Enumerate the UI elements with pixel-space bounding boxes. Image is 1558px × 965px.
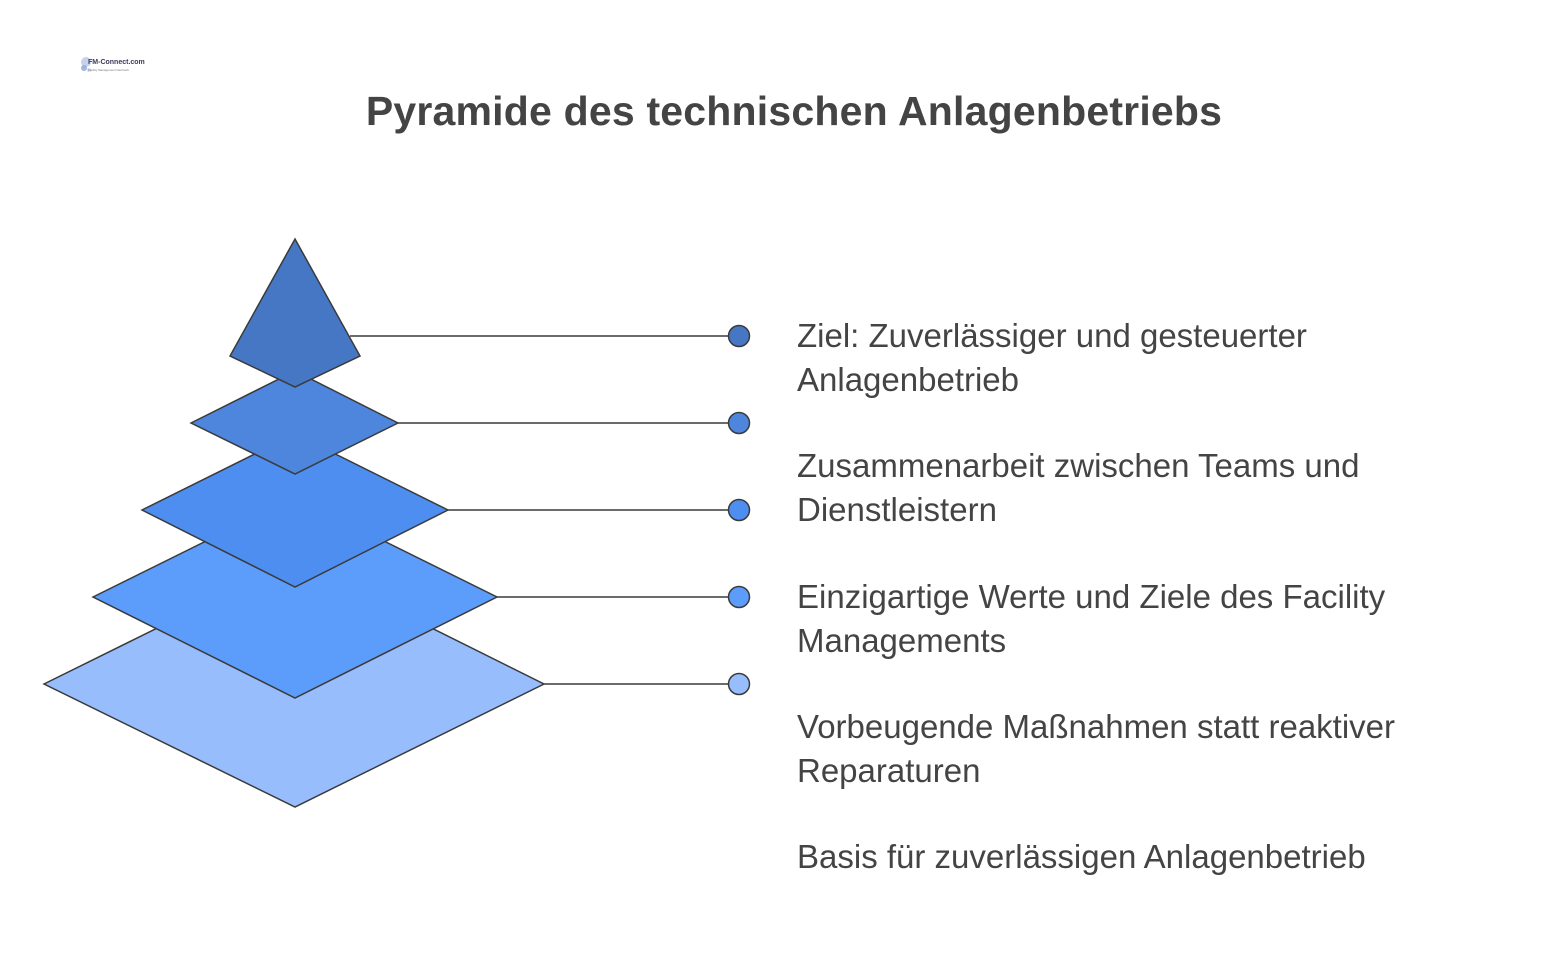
connector-dot-1 (727, 324, 751, 348)
logo-text: FM-Connect.com (88, 59, 145, 66)
level-5-label: Basis für zuverlässigen Anlagenbetrieb (797, 838, 1366, 875)
connector-dot-4 (727, 585, 751, 609)
logo-subtext: Facility Management Netzwerk (88, 68, 130, 72)
pyramid-layer-1 (228, 237, 362, 388)
level-4-label: Vorbeugende Maßnahmen statt reaktiver Re… (797, 708, 1396, 789)
connector-dot-5 (727, 672, 751, 696)
connector-dot-2 (727, 411, 751, 435)
level-1-label: Ziel: Zuverlässiger und gesteuerter Anla… (797, 317, 1307, 398)
level-3-label: Einzigartige Werte und Ziele des Facilit… (797, 578, 1386, 659)
logo-icon (81, 57, 91, 72)
page-title: Pyramide des technischen Anlagenbetriebs (365, 88, 1223, 134)
level-2-label: Zusammenarbeit zwischen Teams und Dienst… (797, 447, 1360, 528)
connector-dot-3 (727, 498, 751, 522)
